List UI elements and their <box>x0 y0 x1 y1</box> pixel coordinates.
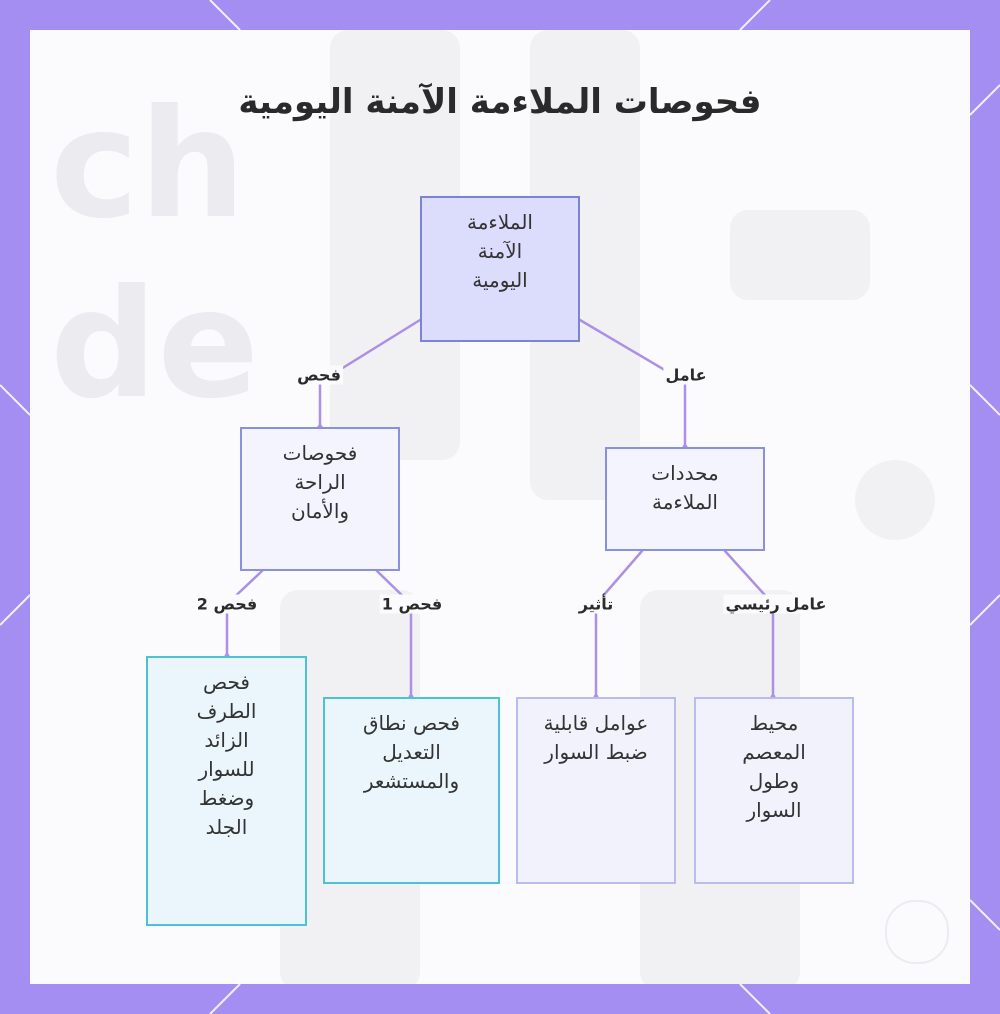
node-range-check-label: فحص نطاق التعديل والمستشعر <box>363 711 460 793</box>
node-fit-determinants-label: محددات الملاءمة <box>651 461 719 514</box>
edge-checks-to-excess <box>225 569 264 658</box>
edge-label-determinants-to-adjust: تأثير <box>576 594 616 614</box>
edge-label-checks-to-excess: فحص 2 <box>194 594 260 614</box>
diagram-title: فحوصات الملاءمة الآمنة اليومية <box>238 82 762 122</box>
background-ghost-text: de <box>50 258 260 432</box>
edge-label-determinants-to-wrist: عامل رئيسي <box>723 594 829 614</box>
node-root-label: الملاءمة الآمنة اليومية <box>467 210 533 292</box>
watermark-badge <box>885 900 949 964</box>
edge-label-checks-to-range: فحص 1 <box>379 594 445 614</box>
node-adjust-factors: عوامل قابلية ضبط السوار <box>516 697 676 884</box>
node-wrist-band: محيط المعصم وطول السوار <box>694 697 854 884</box>
edge-label-root-to-checks: فحص <box>295 365 343 385</box>
edge-label-root-to-determinants: عامل <box>663 365 709 385</box>
background-ghost-text: ch <box>50 78 246 252</box>
node-adjust-factors-label: عوامل قابلية ضبط السوار <box>543 711 649 764</box>
edge-determinants-to-wrist <box>723 549 775 699</box>
background-ghost-shape <box>855 460 935 540</box>
node-excess-check-label: فحص الطرف الزائد للسوار وضغط الجلد <box>196 670 257 839</box>
node-comfort-checks: فحوصات الراحة والأمان <box>240 427 400 571</box>
node-root: الملاءمة الآمنة اليومية <box>420 196 580 342</box>
background-ghost-shape <box>730 210 870 300</box>
node-excess-check: فحص الطرف الزائد للسوار وضغط الجلد <box>146 656 307 926</box>
edge-determinants-to-adjust <box>594 549 644 699</box>
node-wrist-band-label: محيط المعصم وطول السوار <box>742 711 806 822</box>
node-fit-determinants: محددات الملاءمة <box>605 447 765 551</box>
node-range-check: فحص نطاق التعديل والمستشعر <box>323 697 500 884</box>
edge-checks-to-range <box>375 569 413 699</box>
node-comfort-checks-label: فحوصات الراحة والأمان <box>282 441 358 523</box>
